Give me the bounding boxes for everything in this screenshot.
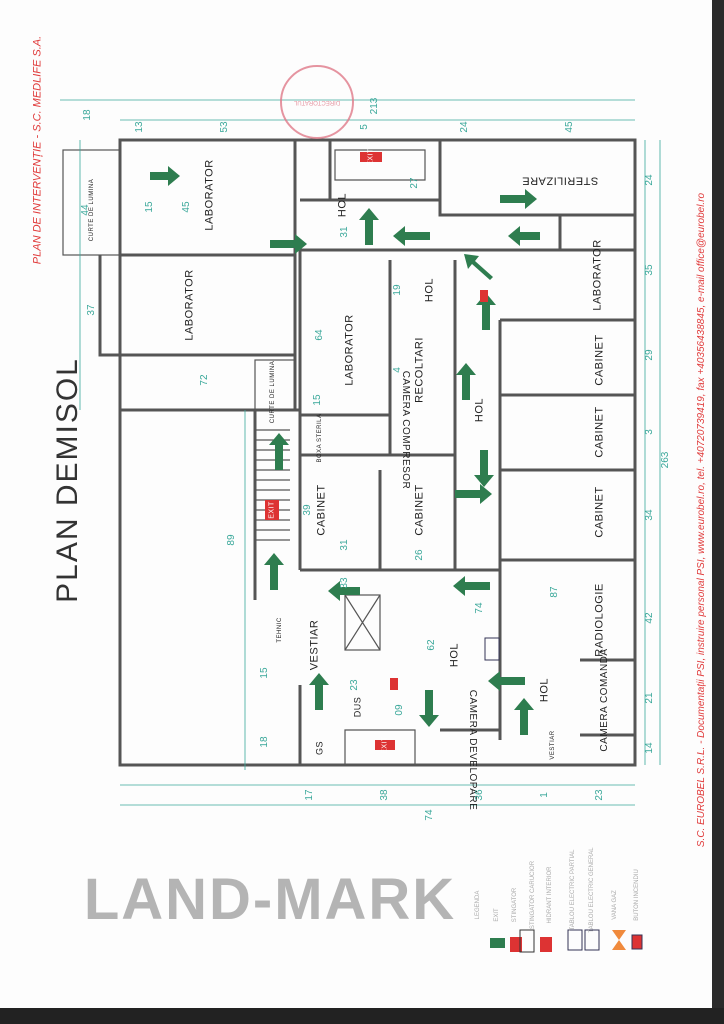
dim: 09	[394, 704, 405, 716]
dim: 38	[379, 789, 390, 801]
official-stamp: DIRECTORATUL	[280, 65, 354, 139]
dim: 33	[339, 577, 350, 589]
room-curte-lumina: CURTE DE LUMINA	[270, 360, 276, 424]
legend-symbols	[390, 290, 643, 953]
dim: 31	[339, 539, 350, 551]
dim: 35	[644, 264, 655, 276]
dim: 24	[459, 121, 470, 133]
watermark: LAND-MARK	[83, 867, 457, 932]
dim: 37	[86, 304, 97, 316]
dim: 45	[181, 201, 192, 213]
room-cabinet: CABINET	[315, 484, 328, 536]
legend-item: TABLOU ELECTRIC GENERAL	[589, 847, 595, 933]
dim: 5	[359, 124, 370, 130]
legend-item: EXIT	[494, 908, 500, 922]
room-laborator: LABORATOR	[343, 314, 356, 386]
dim: 23	[349, 679, 360, 691]
room-laborator: LABORATOR	[183, 269, 196, 341]
legend-item: STINGATOR	[512, 887, 518, 923]
dim: 29	[644, 349, 655, 361]
dim: 263	[660, 451, 671, 469]
dim: 87	[549, 586, 560, 598]
dim: 18	[82, 109, 93, 121]
dim: 21	[644, 692, 655, 704]
room-vestiar: VESTIAR	[550, 730, 556, 760]
dim: 89	[226, 534, 237, 546]
dim: 44	[80, 204, 91, 216]
room-hol: HOL	[473, 397, 486, 423]
room-dus: DUS	[352, 696, 363, 718]
dim: 27	[409, 177, 420, 189]
dim: 15	[259, 667, 270, 679]
dim: 62	[426, 639, 437, 651]
dim: 36	[474, 789, 485, 801]
dim: 19	[392, 284, 403, 296]
room-hol: HOL	[448, 642, 461, 668]
room-laborator: LABORATOR	[591, 239, 604, 311]
dim: 45	[564, 121, 575, 133]
exit-sign: EXIT	[381, 736, 389, 754]
legend-title: LEGENDA	[475, 890, 481, 920]
dim: 18	[259, 736, 270, 748]
room-sterilizare: STERILIZARE	[521, 174, 599, 187]
exit-signs	[265, 152, 395, 750]
room-vestiar: VESTIAR	[308, 619, 321, 671]
dim: 72	[199, 374, 210, 386]
dim: 64	[314, 329, 325, 341]
dim: 15	[312, 394, 323, 406]
dim: 15	[144, 201, 155, 213]
legend-item: HIDRANT INTERIOR	[547, 866, 553, 924]
plan-title: PLAN DEMISOL	[51, 357, 84, 603]
room-hol: HOL	[336, 192, 349, 218]
dim: 39	[302, 504, 313, 516]
room-cabinet: CABINET	[593, 486, 606, 538]
legend-item: BUTON INCENDIU	[634, 869, 640, 921]
room-camera-compresor: CAMERA COMPRESOR	[400, 370, 411, 490]
footer-text: S.C. EUROBEL S.R.L. - Documentații PSI, …	[696, 192, 707, 848]
dim: 74	[424, 809, 435, 821]
room-hol: HOL	[538, 677, 551, 703]
dim: 13	[134, 121, 145, 133]
dim: 74	[474, 602, 485, 614]
dim: 4	[392, 367, 403, 373]
legend-item: TABLOU ELECTRIC PARTIAL	[570, 849, 576, 931]
dim: 31	[339, 226, 350, 238]
dim: 26	[414, 549, 425, 561]
plan-header: PLAN DE INTERVENȚIE - S.C. MEDLIFE S.A.	[31, 35, 44, 265]
room-cabinet: CABINET	[593, 406, 606, 458]
evacuation-arrows	[150, 166, 540, 735]
dim: 3	[644, 429, 655, 435]
exit-sign: EXIT	[268, 501, 276, 519]
dim: 14	[644, 742, 655, 754]
room-camera-comanda: CAMERA COMANDA	[599, 648, 610, 752]
dim: 42	[644, 612, 655, 624]
room-recoltari: RECOLTARI	[413, 337, 426, 403]
dim: 53	[219, 121, 230, 133]
exit-sign: EXIT	[367, 148, 375, 166]
room-laborator: LABORATOR	[203, 159, 216, 231]
dim: 213	[369, 97, 380, 115]
dim: 24	[644, 174, 655, 186]
dim: 1	[539, 792, 550, 798]
room-cabinet: CABINET	[593, 334, 606, 386]
legend-item: STINGATOR CARUCIOR	[530, 860, 536, 930]
scan-edge	[712, 0, 724, 1024]
room-radiologie: RADIOLOGIE	[593, 583, 606, 657]
room-boxa-sterila: BOXA STERILA	[317, 413, 323, 463]
legend-item: VANA GAZ	[612, 890, 618, 920]
dim: 17	[304, 789, 315, 801]
dim: 34	[644, 509, 655, 521]
room-hol: HOL	[423, 277, 436, 303]
room-gs: GS	[314, 740, 325, 756]
room-cabinet: CABINET	[413, 484, 426, 536]
room-tehnic: TEHNIC	[277, 617, 283, 643]
dim: 23	[594, 789, 605, 801]
scan-edge-bottom	[0, 1008, 724, 1024]
